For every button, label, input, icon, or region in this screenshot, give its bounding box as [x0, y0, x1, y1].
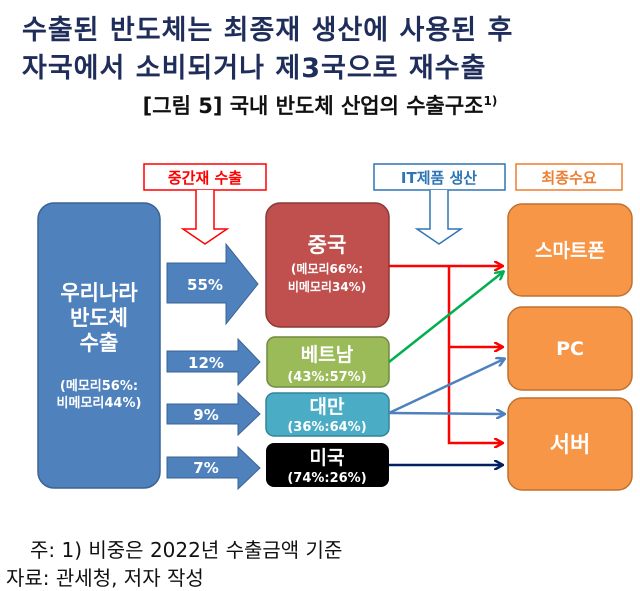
share-label: 55%	[187, 276, 223, 294]
footnote: 주: 1) 비중은 2022년 수출금액 기준	[30, 538, 343, 562]
country-box-vietnam: 베트남 (43%:57%)	[266, 336, 390, 388]
product-box-server: 서버	[507, 397, 633, 491]
product-box-pc: PC	[507, 306, 633, 391]
flow-arrow-taiwan: 9%	[166, 391, 261, 437]
stage-label: IT제품 생산	[401, 169, 477, 187]
footnote-marker: 1)	[483, 94, 498, 108]
country-share: (43%:57%)	[287, 370, 366, 385]
figure-title-text: [그림 5] 국내 반도체 산업의 수출구조	[142, 94, 484, 118]
source-label: 반도체	[70, 306, 128, 330]
share-label: 9%	[193, 406, 218, 424]
country-share: (74%:26%)	[287, 471, 366, 486]
korea-semiconductor-export-box: 우리나라 반도체 수출 (메모리56%: 비메모리44%)	[37, 202, 161, 489]
share-label: 7%	[193, 459, 218, 477]
china-connectors	[389, 266, 502, 443]
stage-it-production: IT제품 생산	[373, 163, 506, 245]
flow-arrow-china: 55%	[166, 242, 259, 326]
country-name: 베트남	[301, 344, 354, 366]
flow-arrow-usa: 7%	[166, 445, 261, 491]
figure-title: [그림 5] 국내 반도체 산업의 수출구조1)	[0, 90, 640, 120]
product-name: 스마트폰	[535, 240, 605, 262]
stage-intermediate-export: 중간재 수출	[143, 163, 267, 245]
product-name: PC	[556, 338, 584, 360]
headline-line-2: 자국에서 소비되거나 제3국으로 재수출	[22, 53, 487, 84]
country-box-taiwan: 대만 (36%:64%)	[265, 392, 390, 437]
country-name: 미국	[310, 447, 345, 469]
country-share: (메모리66%:	[291, 261, 363, 276]
country-share: 비메모리34%)	[288, 279, 366, 294]
share-label: 12%	[188, 354, 224, 372]
flow-arrow-vietnam: 12%	[166, 337, 261, 387]
down-arrow-icon	[180, 190, 230, 245]
taiwan-connectors	[388, 359, 504, 414]
source-label: 우리나라	[60, 281, 138, 305]
product-box-smartphone: 스마트폰	[507, 203, 633, 297]
vietnam-connector	[388, 272, 503, 363]
stage-final-demand: 최종수요	[515, 163, 623, 191]
country-box-china: 중국 (메모리66%: 비메모리34%)	[265, 202, 390, 328]
source-note: 자료: 관세청, 저자 작성	[6, 566, 204, 590]
source-label: 수출	[80, 331, 119, 355]
down-arrow-icon	[414, 190, 464, 245]
product-name: 서버	[550, 433, 590, 458]
source-share: (메모리56%:	[60, 378, 138, 394]
stage-label: 최종수요	[541, 169, 596, 187]
country-name: 중국	[308, 233, 347, 257]
stage-label: 중간재 수출	[168, 169, 242, 187]
country-box-usa: 미국 (74%:26%)	[266, 443, 389, 487]
country-name: 대만	[310, 396, 345, 418]
source-share: 비메모리44%)	[57, 395, 142, 411]
country-share: (36%:64%)	[287, 420, 366, 435]
headline-line-1: 수출된 반도체는 최종재 생산에 사용된 후	[22, 15, 514, 46]
